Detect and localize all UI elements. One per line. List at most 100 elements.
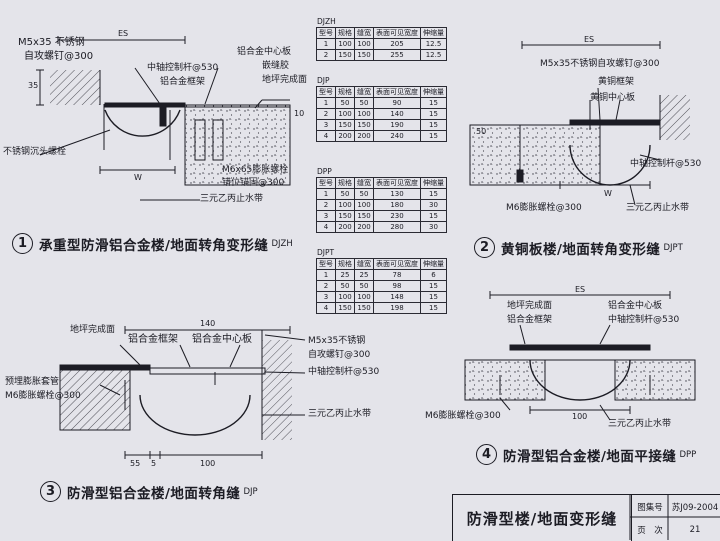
- d1-caption: 1 承重型防滑铝合金楼/地面转角变形缝 DJZH: [12, 233, 293, 254]
- d2-caption: 2 黄铜板楼/地面转角变形缝 DJPT: [474, 237, 683, 258]
- header-cell: 伸缩量: [420, 86, 447, 98]
- d1-rod-label: 中轴控制杆@530: [147, 63, 219, 73]
- d3-frame-label: 铝合金框架: [128, 334, 178, 345]
- data-cell: 50: [335, 280, 355, 292]
- d4-es-dim: ES: [575, 285, 586, 294]
- header-cell: 表面可见宽度: [373, 86, 421, 98]
- d1-glue-label: 嵌缝胶: [262, 61, 290, 71]
- titleblock-lines: [629, 494, 720, 540]
- data-cell: 150: [335, 119, 355, 131]
- data-cell: 15: [420, 130, 447, 142]
- header-cell: 规格: [335, 27, 355, 39]
- d3-caption-code: DJP: [243, 486, 258, 497]
- data-cell: 200: [335, 130, 355, 142]
- data-cell: 150: [354, 119, 374, 131]
- header-cell: 表面可见宽度: [373, 177, 421, 189]
- header-cell: 伸缩量: [420, 177, 447, 189]
- detail-2-drawing: [469, 41, 690, 206]
- data-cell: 200: [335, 221, 355, 233]
- d3-anchor-label: M6膨胀螺栓@300: [5, 391, 81, 401]
- table-header-row: 型号规格缝宽表面可见宽度伸缩量: [316, 177, 447, 189]
- data-cell: 90: [373, 97, 421, 109]
- data-cell: 4: [316, 130, 336, 142]
- d1-floor-label: 地坪完成面: [262, 75, 308, 85]
- data-cell: 200: [354, 130, 374, 142]
- data-cell: 100: [354, 108, 374, 120]
- d4-center-board-label: 铝合金中心板: [608, 301, 663, 311]
- page-number-label: 页 次: [637, 525, 663, 536]
- data-cell: 100: [335, 108, 355, 120]
- d4-waterstop-label: 三元乙丙止水带: [608, 419, 672, 429]
- data-cell: 140: [373, 108, 421, 120]
- data-cell: 100: [335, 291, 355, 303]
- data-cell: 2: [316, 280, 336, 292]
- data-cell: 150: [335, 302, 355, 314]
- data-cell: 148: [373, 291, 421, 303]
- header-cell: 缝宽: [354, 86, 374, 98]
- detail-4-drawing: [464, 291, 696, 421]
- d1-es-dim: ES: [118, 29, 129, 38]
- header-cell: 缝宽: [354, 177, 374, 189]
- d2-caption-title: 黄铜板楼/地面转角变形缝: [501, 241, 661, 258]
- d1-caption-number: 1: [12, 233, 33, 254]
- d3-caption-title: 防滑型铝合金楼/地面转角缝: [67, 485, 241, 502]
- table-header-row: 型号规格缝宽表面可见宽度伸缩量: [316, 27, 447, 39]
- d3-waterstop-label: 三元乙丙止水带: [308, 409, 372, 419]
- data-cell: 15: [420, 210, 447, 222]
- d3-sleeve-label: 预埋膨胀套管: [5, 377, 60, 387]
- data-cell: 50: [354, 280, 374, 292]
- d4-caption-title: 防滑型铝合金楼/地面平接缝: [503, 448, 677, 465]
- d1-caption-title: 承重型防滑铝合金楼/地面转角变形缝: [39, 237, 269, 254]
- header-cell: 表面可见宽度: [373, 27, 421, 39]
- data-cell: 3: [316, 119, 336, 131]
- table-djzh-tag: DJZH: [317, 17, 336, 26]
- title-block: 防滑型楼/地面变形缝 图集号 苏J09-2004 页 次 21: [452, 494, 720, 541]
- d2-anchor-label: M6膨胀螺栓@300: [506, 203, 582, 213]
- data-cell: 2: [316, 199, 336, 211]
- d3-dim-c: 100: [200, 459, 216, 468]
- data-cell: 50: [335, 188, 355, 200]
- d2-center-board-label: 黄铜中心板: [590, 93, 636, 103]
- data-cell: 180: [373, 199, 421, 211]
- data-cell: 190: [373, 119, 421, 131]
- d3-caption: 3 防滑型铝合金楼/地面转角缝 DJP: [40, 481, 258, 502]
- data-cell: 15: [420, 119, 447, 131]
- data-cell: 15: [420, 302, 447, 314]
- d1-w-dim: W: [134, 173, 142, 182]
- d1-screw-label: M5x35 不锈钢: [18, 37, 85, 48]
- data-cell: 12.5: [420, 38, 447, 50]
- d3-dim-a: 55: [130, 459, 141, 468]
- d1-screw-spacing-label: 自攻螺钉@300: [24, 51, 94, 62]
- d3-dim-b: 5: [151, 459, 157, 468]
- header-cell: 缝宽: [354, 258, 374, 270]
- d3-rod-label: 中轴控制杆@530: [308, 367, 380, 377]
- data-cell: 150: [335, 210, 355, 222]
- table-header-row: 型号规格缝宽表面可见宽度伸缩量: [316, 86, 447, 98]
- d4-rod-label: 中轴控制杆@530: [608, 315, 680, 325]
- data-cell: 100: [354, 199, 374, 211]
- d4-frame-label: 铝合金框架: [507, 315, 553, 325]
- data-cell: 255: [373, 49, 421, 61]
- sheet-title: 防滑型楼/地面变形缝: [453, 495, 632, 541]
- table-djp-tag: DJP: [317, 76, 330, 85]
- data-cell: 1: [316, 97, 336, 109]
- d1-depth-dim: 35: [28, 81, 39, 90]
- d4-caption-code: DPP: [679, 449, 697, 460]
- data-cell: 98: [373, 280, 421, 292]
- d4-caption: 4 防滑型铝合金楼/地面平接缝 DPP: [476, 444, 696, 465]
- data-cell: 205: [373, 38, 421, 50]
- data-cell: 25: [354, 269, 374, 281]
- d4-anchor-label: M6膨胀螺栓@300: [425, 411, 501, 421]
- header-cell: 型号: [316, 177, 336, 189]
- data-cell: 150: [354, 49, 374, 61]
- table-dpp-tag: DPP: [317, 167, 332, 176]
- d2-screw-label: M5x35不锈钢自攻螺钉@300: [540, 59, 660, 69]
